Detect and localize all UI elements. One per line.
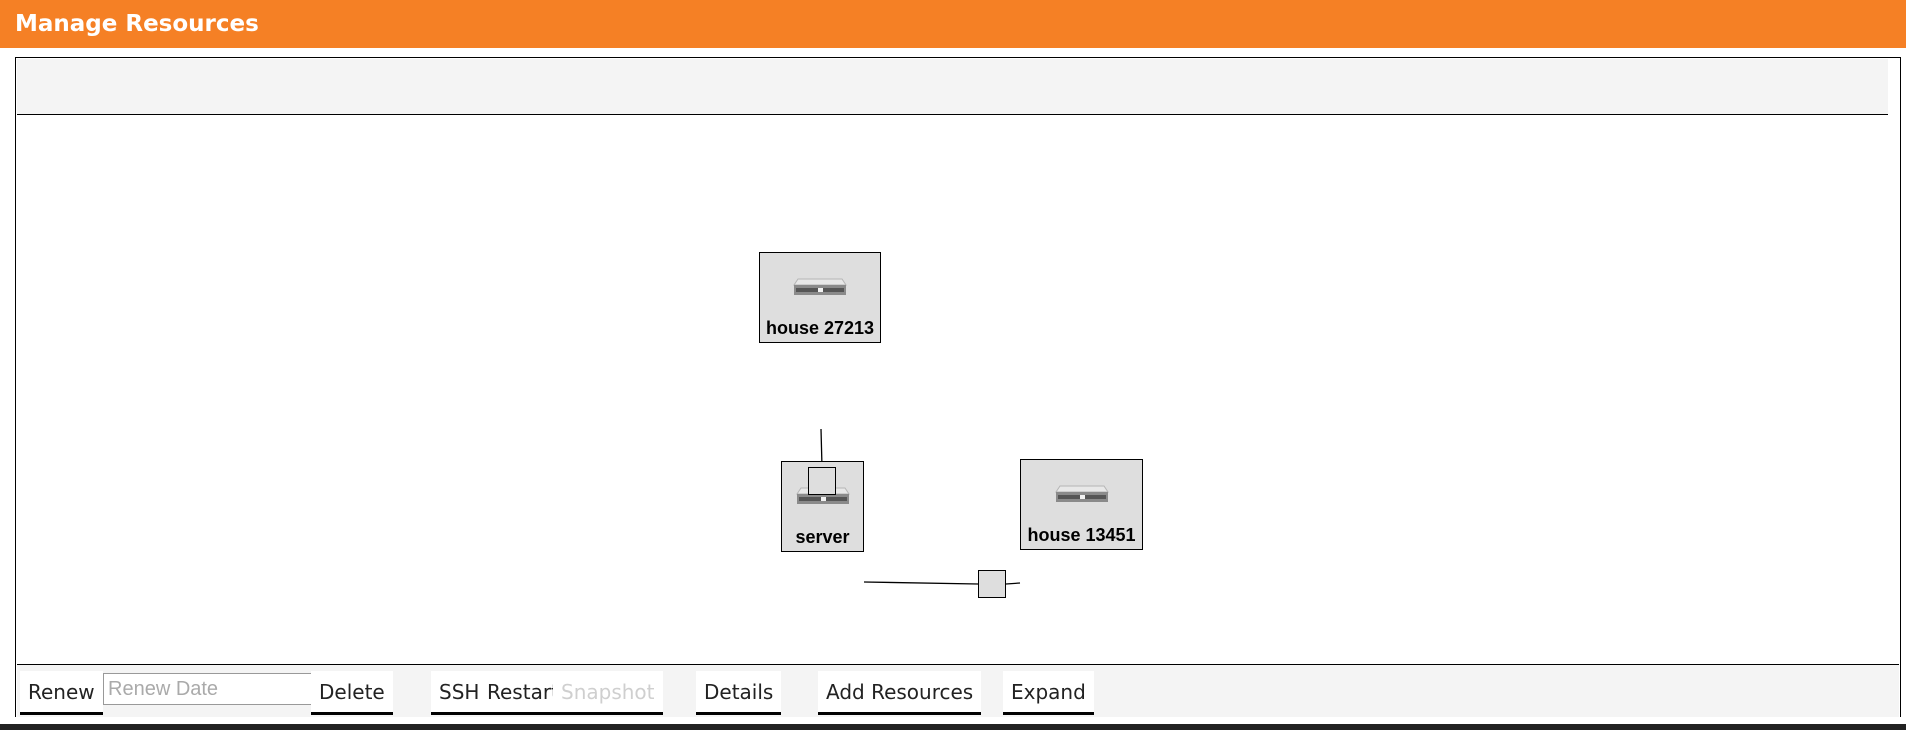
page-title: Manage Resources <box>15 11 259 37</box>
node-label: house 27213 <box>765 318 875 338</box>
node-label: server <box>795 527 850 547</box>
restart-button[interactable]: Restart <box>479 671 567 715</box>
action-toolbar: Renew Delete SSH Restart Snapshot Detail… <box>17 664 1899 717</box>
link-line-house27213-lan <box>820 428 823 468</box>
details-button[interactable]: Details <box>696 671 782 715</box>
resources-panel: house 27213 server house 13451 <box>15 57 1901 721</box>
topology-canvas[interactable]: house 27213 server house 13451 <box>16 115 1900 721</box>
page-header: Manage Resources <box>0 0 1906 48</box>
server-device-icon <box>1054 485 1109 502</box>
add-resources-button[interactable]: Add Resources <box>818 671 982 715</box>
lan-link-box[interactable] <box>978 570 1006 598</box>
node-house-27213[interactable]: house 27213 <box>759 252 881 343</box>
top-toolbar <box>17 59 1888 115</box>
node-label: house 13451 <box>1027 525 1136 545</box>
topology-links <box>820 428 1021 585</box>
link-line-server-lan <box>863 581 979 585</box>
node-house-13451[interactable]: house 13451 <box>1020 459 1143 550</box>
delete-button[interactable]: Delete <box>311 671 393 715</box>
bottom-edge <box>0 724 1906 730</box>
ssh-button[interactable]: SSH <box>431 671 488 715</box>
renew-button[interactable]: Renew <box>20 671 103 715</box>
expand-button[interactable]: Expand <box>1003 671 1094 715</box>
snapshot-button[interactable]: Snapshot <box>553 671 663 715</box>
link-line-lan-house13451 <box>1005 582 1021 585</box>
lan-link-box[interactable] <box>808 467 836 495</box>
server-device-icon <box>793 278 847 295</box>
